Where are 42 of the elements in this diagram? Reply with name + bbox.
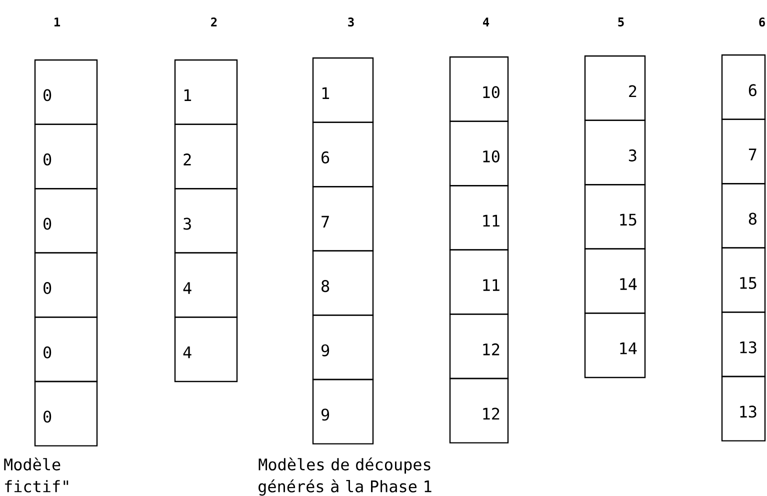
- column-number: 1: [54, 18, 60, 26]
- caption: Modèles de découpes générés à la Phase 1: [258, 458, 432, 496]
- cell: 10: [449, 120, 509, 186]
- cell: 0: [34, 380, 98, 446]
- cell: 0: [34, 124, 98, 190]
- cell: 4: [174, 252, 238, 318]
- cell: 0: [34, 59, 98, 125]
- cell: 1: [312, 57, 374, 123]
- cell: 8: [721, 183, 766, 248]
- cell: 13: [721, 376, 766, 442]
- cell: 15: [584, 184, 646, 250]
- column-number: 3: [348, 17, 354, 27]
- cell: 3: [584, 120, 646, 186]
- cell: 12: [449, 314, 509, 380]
- cell: 6: [721, 54, 766, 120]
- cell: 8: [312, 250, 374, 316]
- column-number: 2: [211, 18, 217, 26]
- cell: 0: [34, 252, 98, 318]
- cell: 1: [174, 59, 238, 125]
- cell: 11: [449, 249, 509, 315]
- cell: 15: [721, 247, 766, 313]
- cell: 9: [312, 378, 374, 444]
- cell: 10: [449, 56, 509, 122]
- cell: 4: [174, 316, 238, 382]
- cell: 11: [449, 185, 509, 250]
- cell: 2: [584, 55, 646, 121]
- column-number: 5: [618, 18, 624, 26]
- column-number: 4: [483, 18, 490, 26]
- cell: 14: [584, 312, 646, 378]
- cell: 3: [174, 188, 238, 254]
- cell: 12: [449, 378, 509, 444]
- cell: 0: [34, 188, 98, 254]
- cell: 7: [721, 118, 766, 184]
- cell: 9: [312, 314, 374, 380]
- caption: Modèle fictif": [4, 458, 68, 492]
- cell: 2: [174, 124, 238, 190]
- cell: 6: [312, 122, 374, 188]
- column-number: 6: [759, 17, 765, 27]
- cell: 7: [312, 186, 374, 252]
- cell: 13: [721, 312, 766, 378]
- cell: 0: [34, 316, 98, 382]
- cell: 14: [584, 248, 646, 314]
